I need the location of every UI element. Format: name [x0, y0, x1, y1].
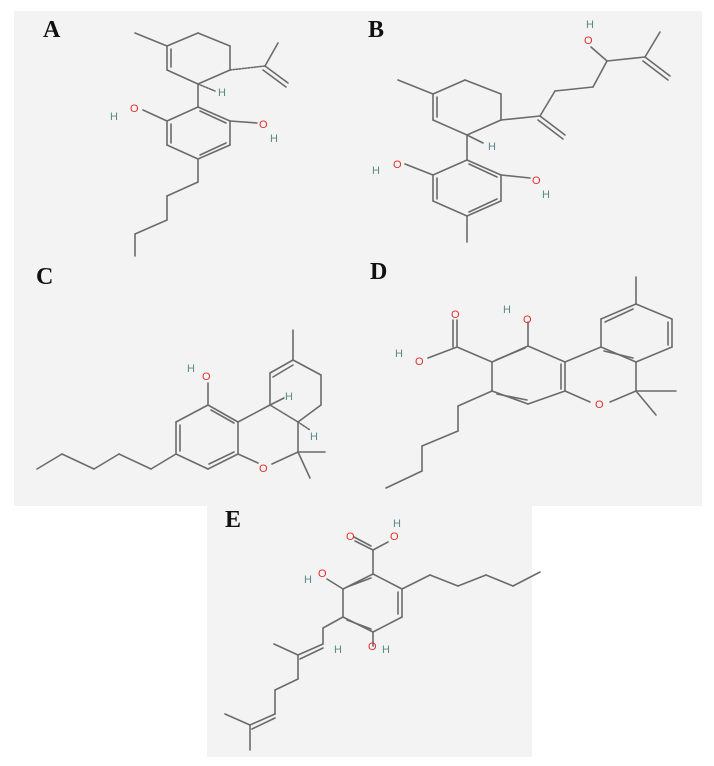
- atom-h: H: [110, 111, 118, 123]
- atom-o: O: [523, 314, 532, 326]
- atom-h: H: [218, 87, 226, 99]
- atom-o: O: [415, 356, 424, 368]
- structure-a: H O H O H: [110, 32, 289, 257]
- atom-h: H: [393, 518, 401, 530]
- atom-h: H: [270, 133, 278, 145]
- panel-label-c: C: [36, 264, 54, 290]
- atom-o: O: [532, 175, 541, 187]
- atom-o: O: [595, 399, 604, 411]
- panel-label-b: B: [368, 17, 385, 43]
- panel-label-d: D: [370, 259, 388, 285]
- panel-label-a: A: [43, 17, 61, 43]
- atom-h: H: [285, 391, 293, 403]
- atom-o: O: [393, 159, 402, 171]
- structure-e: O O H O H O H H: [224, 518, 541, 751]
- atom-h: H: [542, 189, 550, 201]
- panel-label-e: E: [225, 507, 242, 533]
- atom-o: O: [390, 531, 399, 543]
- atom-o: O: [259, 463, 268, 475]
- atom-o: O: [259, 119, 268, 131]
- atom-o: O: [451, 309, 460, 321]
- atom-h: H: [382, 644, 390, 656]
- atom-h: H: [304, 574, 312, 586]
- atom-o: O: [318, 568, 327, 580]
- atom-o: O: [202, 371, 211, 383]
- atom-o: O: [368, 641, 377, 653]
- atom-o: O: [346, 531, 355, 543]
- structure-b: O H H O H O H: [372, 19, 671, 243]
- panels-a-d-background: [14, 11, 702, 506]
- structure-d: O O H O H O: [385, 276, 677, 489]
- atom-h: H: [372, 165, 380, 177]
- atom-o: O: [584, 35, 593, 47]
- atom-h: H: [586, 19, 594, 31]
- atom-h: H: [395, 348, 403, 360]
- atom-o: O: [130, 103, 139, 115]
- atom-h: H: [310, 431, 318, 443]
- atom-h: H: [187, 363, 195, 375]
- atom-h: H: [503, 304, 511, 316]
- structure-c: O H O H H: [36, 329, 326, 479]
- atom-h: H: [334, 644, 342, 656]
- atom-h: H: [488, 141, 496, 153]
